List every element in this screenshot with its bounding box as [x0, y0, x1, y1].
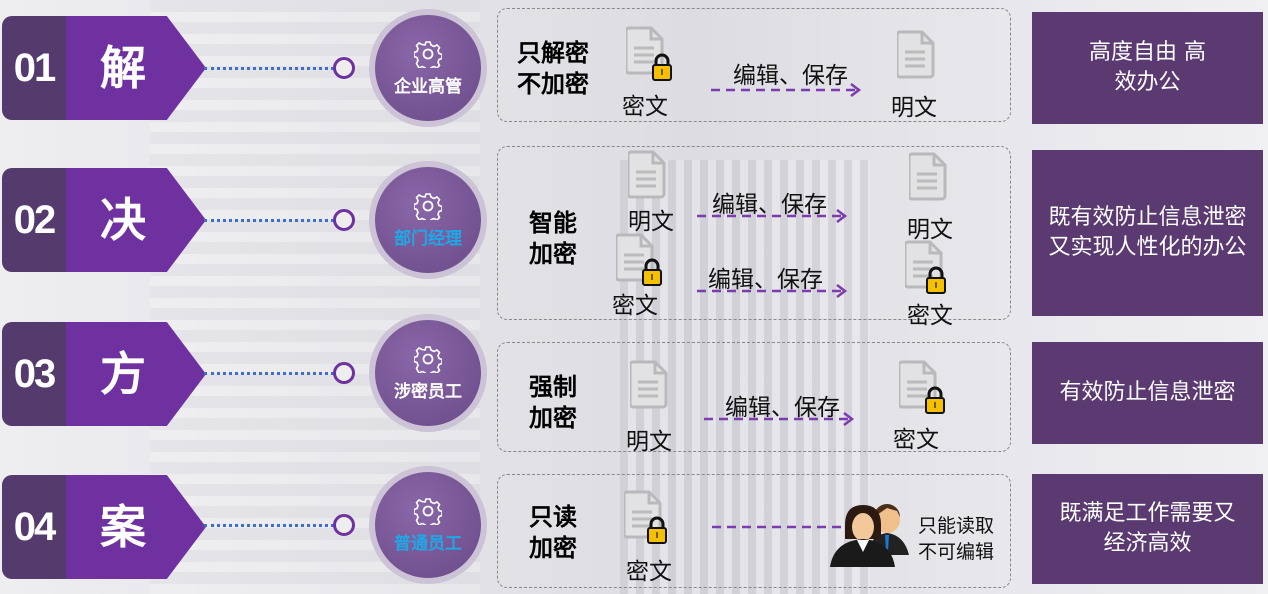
source-file-label: 密文 — [612, 293, 658, 319]
role-badge-executive: 企业高管 — [369, 9, 487, 127]
mode-label: 只解密不加密 — [517, 39, 589, 98]
benefit-panel-1: 高度自由 高效办公 — [1032, 12, 1263, 124]
users-icon — [830, 504, 909, 567]
gear-icon — [414, 192, 442, 220]
step-number: 04 — [2, 475, 66, 579]
document-icon — [628, 150, 666, 199]
source-file-label: 密文 — [626, 559, 672, 585]
connector-line — [204, 372, 334, 375]
lock-icon — [925, 386, 946, 415]
action-label: 编辑、保存 — [708, 267, 823, 293]
result-file-label: 密文 — [893, 427, 939, 453]
lock-icon — [642, 258, 663, 287]
lock-icon — [652, 53, 673, 82]
connector-line — [204, 524, 334, 527]
arrow-icon — [697, 209, 847, 223]
step-word: 方 — [66, 322, 206, 426]
connector-ring — [333, 209, 355, 231]
role-badge-regular-staff: 普通员工 — [369, 466, 487, 584]
connector-ring — [333, 514, 355, 536]
connector-line — [204, 67, 334, 70]
lock-icon — [926, 266, 947, 295]
mode-label: 强制加密 — [529, 373, 577, 432]
step-number: 03 — [2, 322, 66, 426]
action-label: 编辑、保存 — [712, 192, 827, 218]
action-label: 编辑、保存 — [733, 63, 848, 89]
flow-box-2 — [497, 146, 1011, 320]
gear-icon — [414, 345, 442, 373]
arrow-icon — [697, 284, 847, 298]
step-number: 01 — [2, 16, 66, 120]
role-label: 涉密员工 — [394, 381, 462, 402]
connector-line — [204, 219, 334, 222]
document-icon — [909, 152, 947, 201]
mode-label: 智能加密 — [529, 209, 577, 268]
document-icon — [630, 360, 668, 409]
gear-icon — [414, 40, 442, 68]
result-file-label: 明文 — [891, 95, 937, 121]
arrow-icon — [704, 412, 854, 426]
benefit-panel-4: 既满足工作需要又经济高效 — [1032, 474, 1263, 584]
lock-icon — [647, 516, 668, 545]
arrow-icon — [711, 83, 861, 97]
action-label: 编辑、保存 — [725, 395, 840, 421]
source-file-label: 明文 — [626, 429, 672, 455]
step-word: 解 — [66, 16, 206, 120]
role-badge-manager: 部门经理 — [369, 161, 487, 279]
role-badge-classified-staff: 涉密员工 — [369, 314, 487, 432]
connector-ring — [333, 362, 355, 384]
role-label: 企业高管 — [394, 76, 462, 97]
document-icon — [897, 30, 935, 79]
benefit-panel-2: 既有效防止信息泄密又实现人性化的办公 — [1032, 150, 1263, 316]
gear-icon — [414, 497, 442, 525]
role-label: 部门经理 — [394, 228, 462, 249]
connector-ring — [333, 57, 355, 79]
step-word: 决 — [66, 168, 206, 272]
source-file-label: 密文 — [622, 94, 668, 120]
flow-box-4 — [497, 474, 1011, 588]
source-file-label: 明文 — [628, 209, 674, 235]
flow-box-1 — [497, 8, 1011, 122]
benefit-panel-3: 有效防止信息泄密 — [1032, 342, 1263, 444]
result-file-label: 明文 — [907, 217, 953, 243]
step-number: 02 — [2, 168, 66, 272]
flow-box-3 — [497, 342, 1011, 452]
role-label: 普通员工 — [394, 533, 462, 554]
step-word: 案 — [66, 475, 206, 579]
result-label: 只能读取不可编辑 — [918, 515, 995, 563]
mode-label: 只读加密 — [529, 503, 577, 562]
result-file-label: 密文 — [907, 303, 953, 329]
